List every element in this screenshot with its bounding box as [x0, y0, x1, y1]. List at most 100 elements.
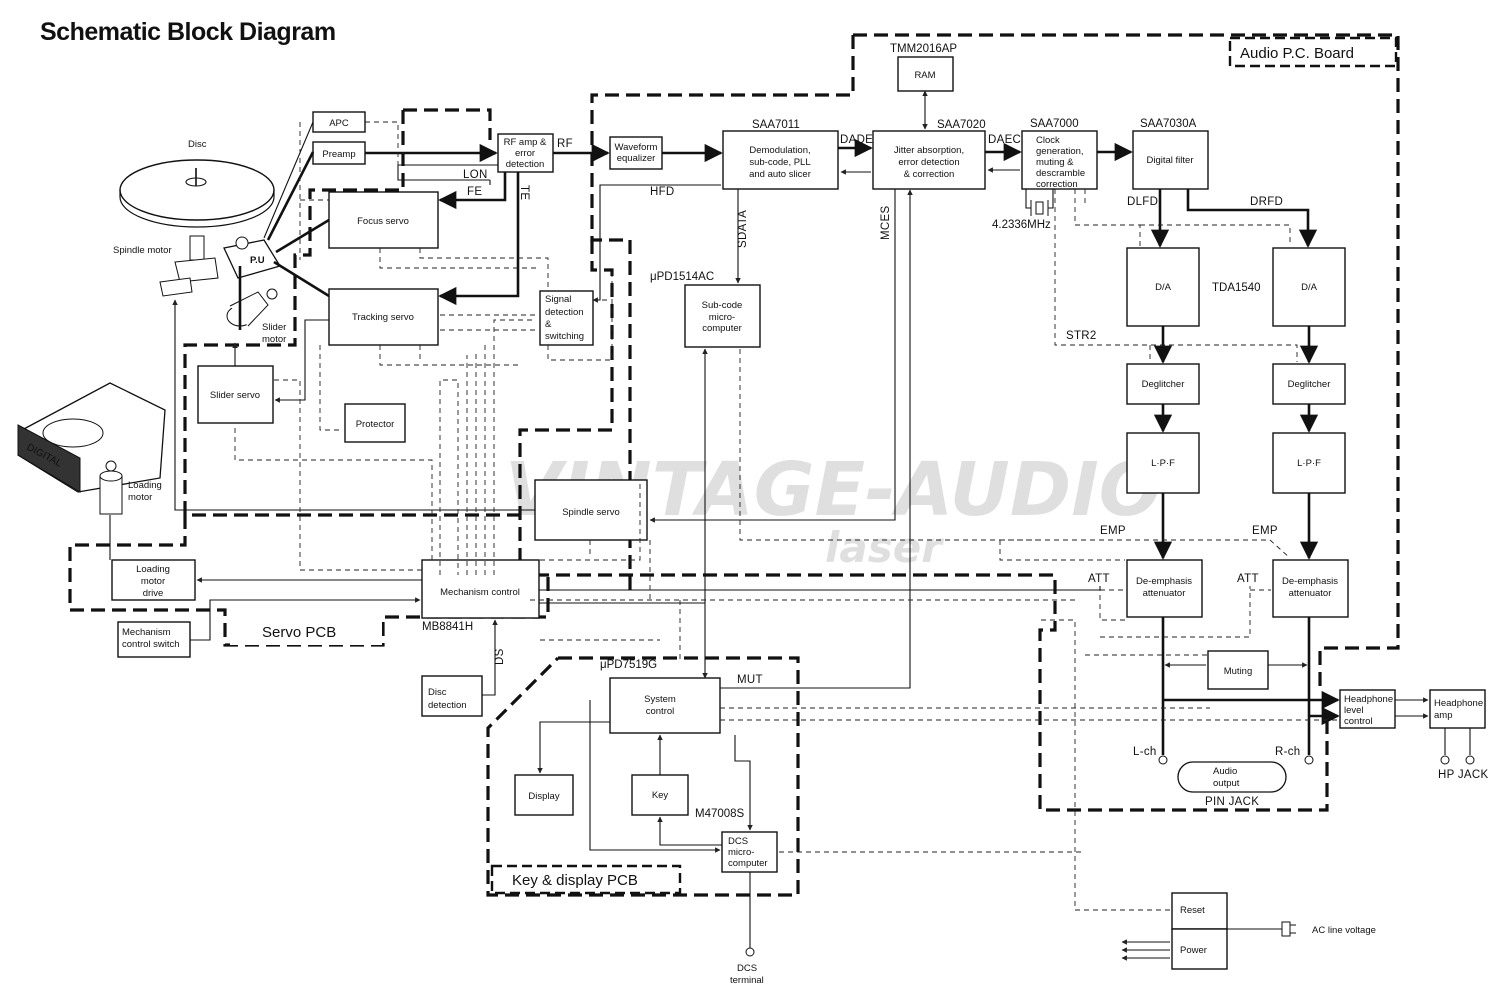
- svg-text:Waveform: Waveform: [615, 142, 658, 153]
- svg-text:Focus servo: Focus servo: [357, 216, 409, 227]
- signal-dade: DADE: [840, 134, 873, 146]
- svg-text:RAM: RAM: [914, 70, 935, 81]
- svg-text:D/A: D/A: [1301, 282, 1318, 293]
- svg-text:error: error: [515, 148, 535, 159]
- svg-text:Loading: Loading: [136, 564, 170, 575]
- svg-text:laser: laser: [825, 523, 944, 572]
- da-left-block: D/A: [1126, 247, 1200, 327]
- signal-dlfd: DLFD: [1127, 196, 1158, 208]
- signal-daec: DAEC: [988, 134, 1021, 146]
- ac-line-label: AC line voltage: [1312, 925, 1376, 936]
- svg-text:motor: motor: [262, 334, 286, 345]
- signal-hfd: HFD: [650, 186, 675, 198]
- svg-text:RF amp &: RF amp &: [504, 137, 547, 148]
- svg-text:Slider servo: Slider servo: [210, 390, 260, 401]
- svg-text:switching: switching: [545, 331, 584, 342]
- svg-text:micro-: micro-: [709, 312, 735, 323]
- diagram-title: Schematic Block Diagram: [40, 18, 336, 46]
- disc-label: Disc: [188, 139, 207, 150]
- svg-text:Headphone: Headphone: [1434, 698, 1483, 709]
- deglitcher-left-block: Deglitcher: [1126, 363, 1200, 405]
- control-lines: [234, 121, 1340, 911]
- svg-text:attenuator: attenuator: [1289, 588, 1332, 599]
- chip-saa7020: SAA7020: [937, 119, 986, 131]
- display-block: Display: [514, 774, 574, 816]
- svg-text:Servo PCB: Servo PCB: [262, 624, 336, 641]
- svg-text:Clock: Clock: [1036, 135, 1060, 146]
- svg-text:Protector: Protector: [356, 419, 395, 430]
- svg-text:and auto slicer: and auto slicer: [749, 169, 811, 180]
- signal-drfd: DRFD: [1250, 196, 1283, 208]
- muting-block: Muting: [1207, 650, 1269, 690]
- svg-text:amp: amp: [1434, 710, 1452, 721]
- svg-text:L·P·F: L·P·F: [1297, 458, 1321, 469]
- svg-text:motor: motor: [128, 492, 152, 503]
- loading-motor-icon: Loading motor: [99, 460, 162, 515]
- chip-tda1540: TDA1540: [1212, 282, 1261, 294]
- key-block: Key: [631, 774, 689, 816]
- svg-text:Tracking servo: Tracking servo: [352, 312, 414, 323]
- svg-text:Headphone: Headphone: [1344, 694, 1393, 705]
- chip-upd7519g: μPD7519G: [600, 659, 657, 671]
- headphone-amp-block: Headphone amp: [1429, 689, 1486, 729]
- loading-motor-drive-block: Loading motor drive: [111, 559, 196, 601]
- svg-text:generation,: generation,: [1036, 146, 1084, 157]
- deemphasis-right-block: De-emphasis attenuator: [1272, 559, 1349, 618]
- svg-text:Deglitcher: Deglitcher: [1288, 379, 1331, 390]
- svg-text:micro-: micro-: [728, 847, 754, 858]
- svg-text:Preamp: Preamp: [322, 149, 355, 160]
- chip-tmm2016ap: TMM2016AP: [890, 43, 957, 55]
- focus-servo-block: Focus servo: [328, 191, 439, 249]
- tracking-servo-block: Tracking servo: [328, 288, 439, 346]
- svg-text:Slider: Slider: [262, 322, 286, 333]
- svg-text:De-emphasis: De-emphasis: [1282, 576, 1338, 587]
- subcode-microcomputer-block: Sub-code micro- computer: [684, 284, 761, 348]
- svg-text:Key: Key: [652, 790, 669, 801]
- system-control-block: System control: [609, 677, 721, 734]
- reset-block: Reset: [1171, 892, 1228, 930]
- signal-emp-left: EMP: [1100, 525, 1126, 537]
- dcs-terminal-label-2: terminal: [730, 975, 764, 986]
- terminal-rch: R-ch: [1275, 746, 1300, 758]
- chip-saa7030a: SAA7030A: [1140, 118, 1197, 130]
- chip-mb8841h: MB8841H: [422, 621, 473, 633]
- signal-mces: MCES: [880, 206, 892, 240]
- terminal-lch: L-ch: [1133, 746, 1157, 758]
- spindle-motor-icon: Spindle motor: [113, 235, 219, 297]
- da-right-block: D/A: [1272, 247, 1346, 327]
- svg-text:Disc: Disc: [428, 687, 447, 698]
- jitter-absorption-block: Jitter absorption, error detection & cor…: [872, 130, 986, 190]
- svg-text:Spindle servo: Spindle servo: [562, 507, 620, 518]
- svg-text:D/A: D/A: [1155, 282, 1172, 293]
- dcs-terminal-label-1: DCS: [737, 963, 757, 974]
- signal-fe: FE: [467, 186, 482, 198]
- svg-text:System: System: [644, 694, 676, 705]
- signal-emp-right: EMP: [1252, 525, 1278, 537]
- svg-text:Sub-code: Sub-code: [702, 300, 743, 311]
- svg-text:Jitter absorption,: Jitter absorption,: [894, 145, 964, 156]
- disc: Disc: [119, 139, 275, 228]
- signal-att-left: ATT: [1088, 573, 1110, 585]
- disc-detection-block: Disc detection: [421, 675, 483, 717]
- hp-jack-label: HP JACK: [1438, 769, 1488, 781]
- lpf-left-block: L·P·F: [1126, 432, 1200, 494]
- audio-output-label-2: output: [1213, 778, 1240, 789]
- svg-text:& correction: & correction: [904, 169, 955, 180]
- svg-text:computer: computer: [702, 323, 742, 334]
- spindle-servo-block: Spindle servo: [534, 479, 648, 541]
- svg-text:Display: Display: [528, 791, 559, 802]
- deglitcher-right-block: Deglitcher: [1272, 363, 1346, 405]
- slider-motor-icon: Slider motor: [226, 288, 286, 345]
- signal-lon: LON: [463, 169, 488, 181]
- disc-tray-icon: DIGITAL: [17, 382, 166, 493]
- svg-text:Digital filter: Digital filter: [1147, 155, 1194, 166]
- svg-text:P.U: P.U: [250, 255, 265, 266]
- svg-text:APC: APC: [329, 118, 349, 129]
- svg-text:detection: detection: [506, 159, 545, 170]
- svg-text:detection: detection: [428, 700, 467, 711]
- svg-text:correction: correction: [1036, 179, 1078, 190]
- ram-block: RAM: [897, 56, 954, 92]
- signal-lines: [109, 90, 1475, 961]
- crystal-icon: [1025, 189, 1054, 216]
